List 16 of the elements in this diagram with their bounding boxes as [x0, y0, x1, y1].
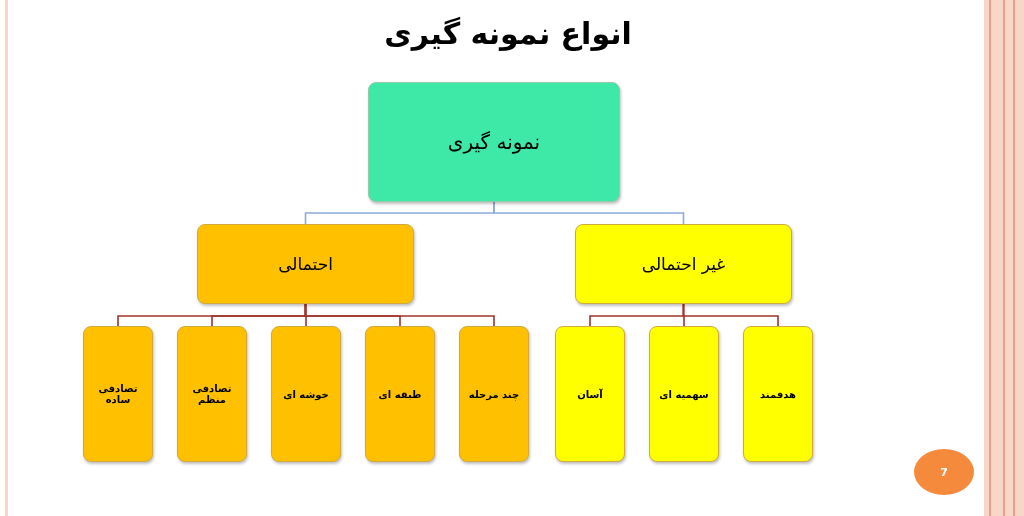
- method-box: هدفمند: [743, 326, 813, 462]
- page-number-badge: 7: [914, 449, 974, 495]
- method-box: تصادفی منظم: [177, 326, 247, 462]
- method-box: آسان: [555, 326, 625, 462]
- method-box: طبقه ای: [365, 326, 435, 462]
- title: انواع نمونه گیری: [383, 16, 633, 51]
- method-box: سهمیه ای: [649, 326, 719, 462]
- method-box: تصادفی ساده: [83, 326, 153, 462]
- method-box: چند مرحله: [459, 326, 529, 462]
- root-box: نمونه گیری: [368, 82, 620, 202]
- connector-line: [304, 201, 495, 225]
- method-box: خوشه ای: [271, 326, 341, 462]
- connector-line: [589, 303, 685, 327]
- category-box: احتمالی: [197, 224, 414, 304]
- category-box: غیر احتمالی: [575, 224, 792, 304]
- connector-line: [117, 303, 307, 327]
